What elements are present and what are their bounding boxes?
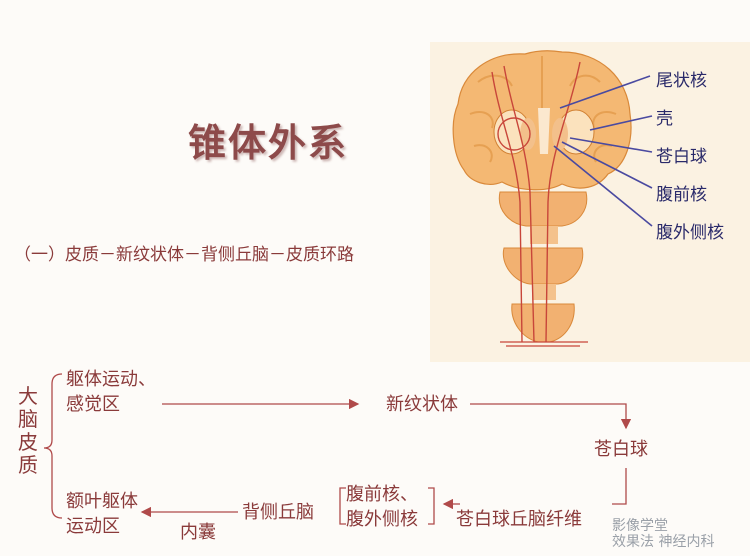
neostriatum: 新纹状体 xyxy=(386,394,458,415)
brain-section-illustration xyxy=(430,42,750,362)
cerebral-cortex: 大脑皮质 xyxy=(18,384,38,477)
subtitle: （一）皮质－新纹状体－背侧丘脑－皮质环路 xyxy=(14,245,354,265)
label-caudate: 尾状核 xyxy=(656,71,707,91)
globus-pallidus-node: 苍白球 xyxy=(594,439,648,460)
watermark: 影像学堂 效果法 神经内科 xyxy=(612,518,715,550)
label-ventral-lateral: 腹外侧核 xyxy=(656,223,724,243)
motor-sensory-area-line1: 躯体运动、 xyxy=(66,369,156,390)
page-title: 锥体外系 xyxy=(188,121,349,165)
thalamic-nuclei-line2: 腹外侧核 xyxy=(346,509,418,530)
pallido-thalamic-fibers: 苍白球丘脑纤维 xyxy=(456,509,582,530)
frontal-motor-area-line2: 运动区 xyxy=(66,516,120,537)
label-globus-pallidus: 苍白球 xyxy=(656,147,707,167)
motor-sensory-area-line2: 感觉区 xyxy=(66,394,120,415)
thalamic-nuclei-line1: 腹前核、 xyxy=(346,484,418,505)
frontal-motor-area-line1: 额叶躯体 xyxy=(66,491,138,512)
internal-capsule: 内囊 xyxy=(180,522,216,543)
label-putamen: 壳 xyxy=(656,109,673,129)
dorsal-thalamus: 背侧丘脑 xyxy=(242,502,314,523)
label-ventral-anterior: 腹前核 xyxy=(656,185,707,205)
